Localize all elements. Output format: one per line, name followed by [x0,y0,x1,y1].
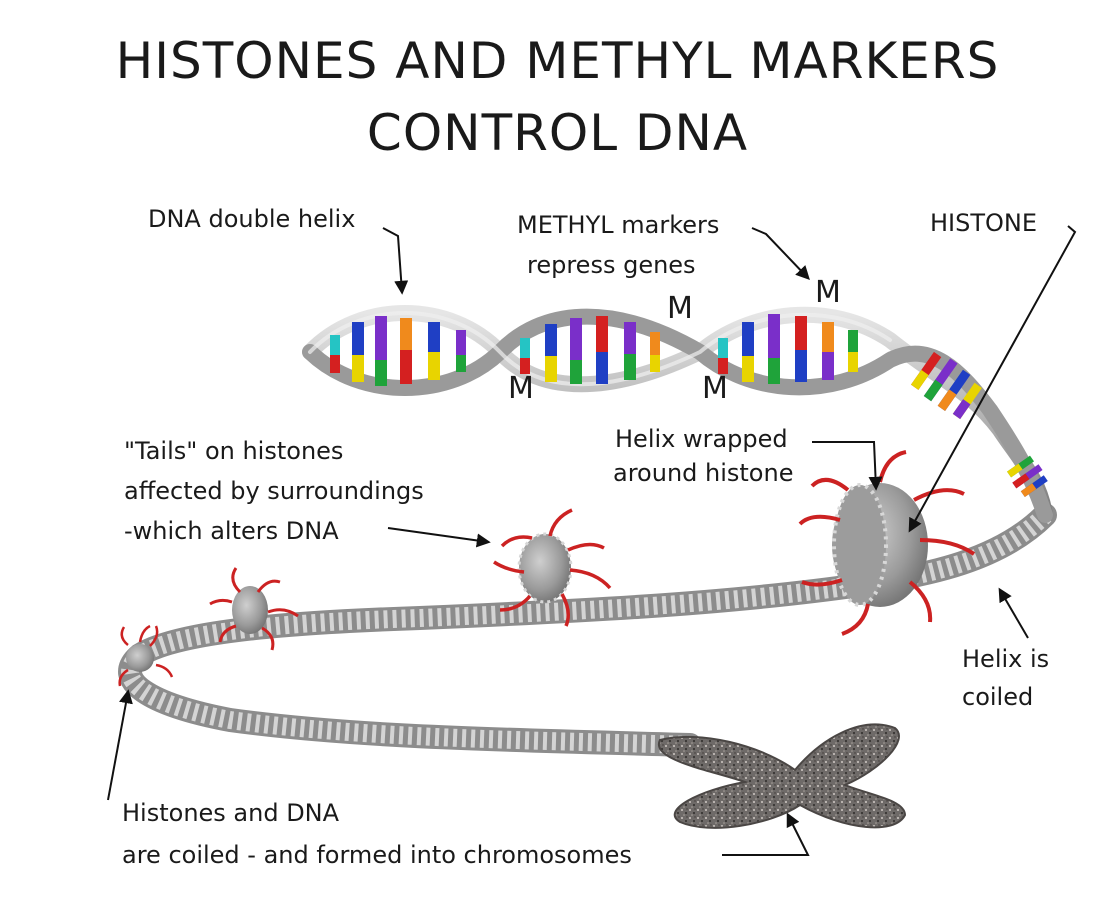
label-chromo-line-1: Histones and DNA [122,796,339,830]
label-histone: HISTONE [930,206,1037,240]
label-methyl-line-2: repress genes [527,248,696,282]
methyl-marker-1: M [508,371,534,406]
histone-large [800,452,974,634]
label-wrapped-line-1: Helix wrapped [615,422,788,456]
chromosome [659,724,905,827]
label-methyl-line-1: METHYL markers [517,208,719,242]
methyl-marker-4: M [815,275,841,310]
arrow-methyl [752,228,808,278]
methyl-marker-3: M [702,371,728,406]
label-tails-line-3: -which alters DNA [124,514,339,548]
arrow-tails [388,528,488,542]
arrow-histones-dna [108,692,128,800]
arrow-coiled [1000,590,1028,638]
title-line-1: HISTONES AND METHYL MARKERS [0,32,1115,90]
arrow-dna-helix [383,228,402,292]
label-dna-double-helix: DNA double helix [148,202,355,236]
label-wrapped-line-2: around histone [613,456,793,490]
label-coiled-line-1: Helix is [962,642,1049,676]
label-tails-line-2: affected by surroundings [124,474,424,508]
label-coiled-line-2: coiled [962,680,1033,714]
title-line-2: CONTROL DNA [0,104,1115,162]
label-tails-line-1: "Tails" on histones [124,434,343,468]
label-chromo-line-2: are coiled - and formed into chromosomes [122,838,632,872]
methyl-marker-2: M [667,291,693,326]
